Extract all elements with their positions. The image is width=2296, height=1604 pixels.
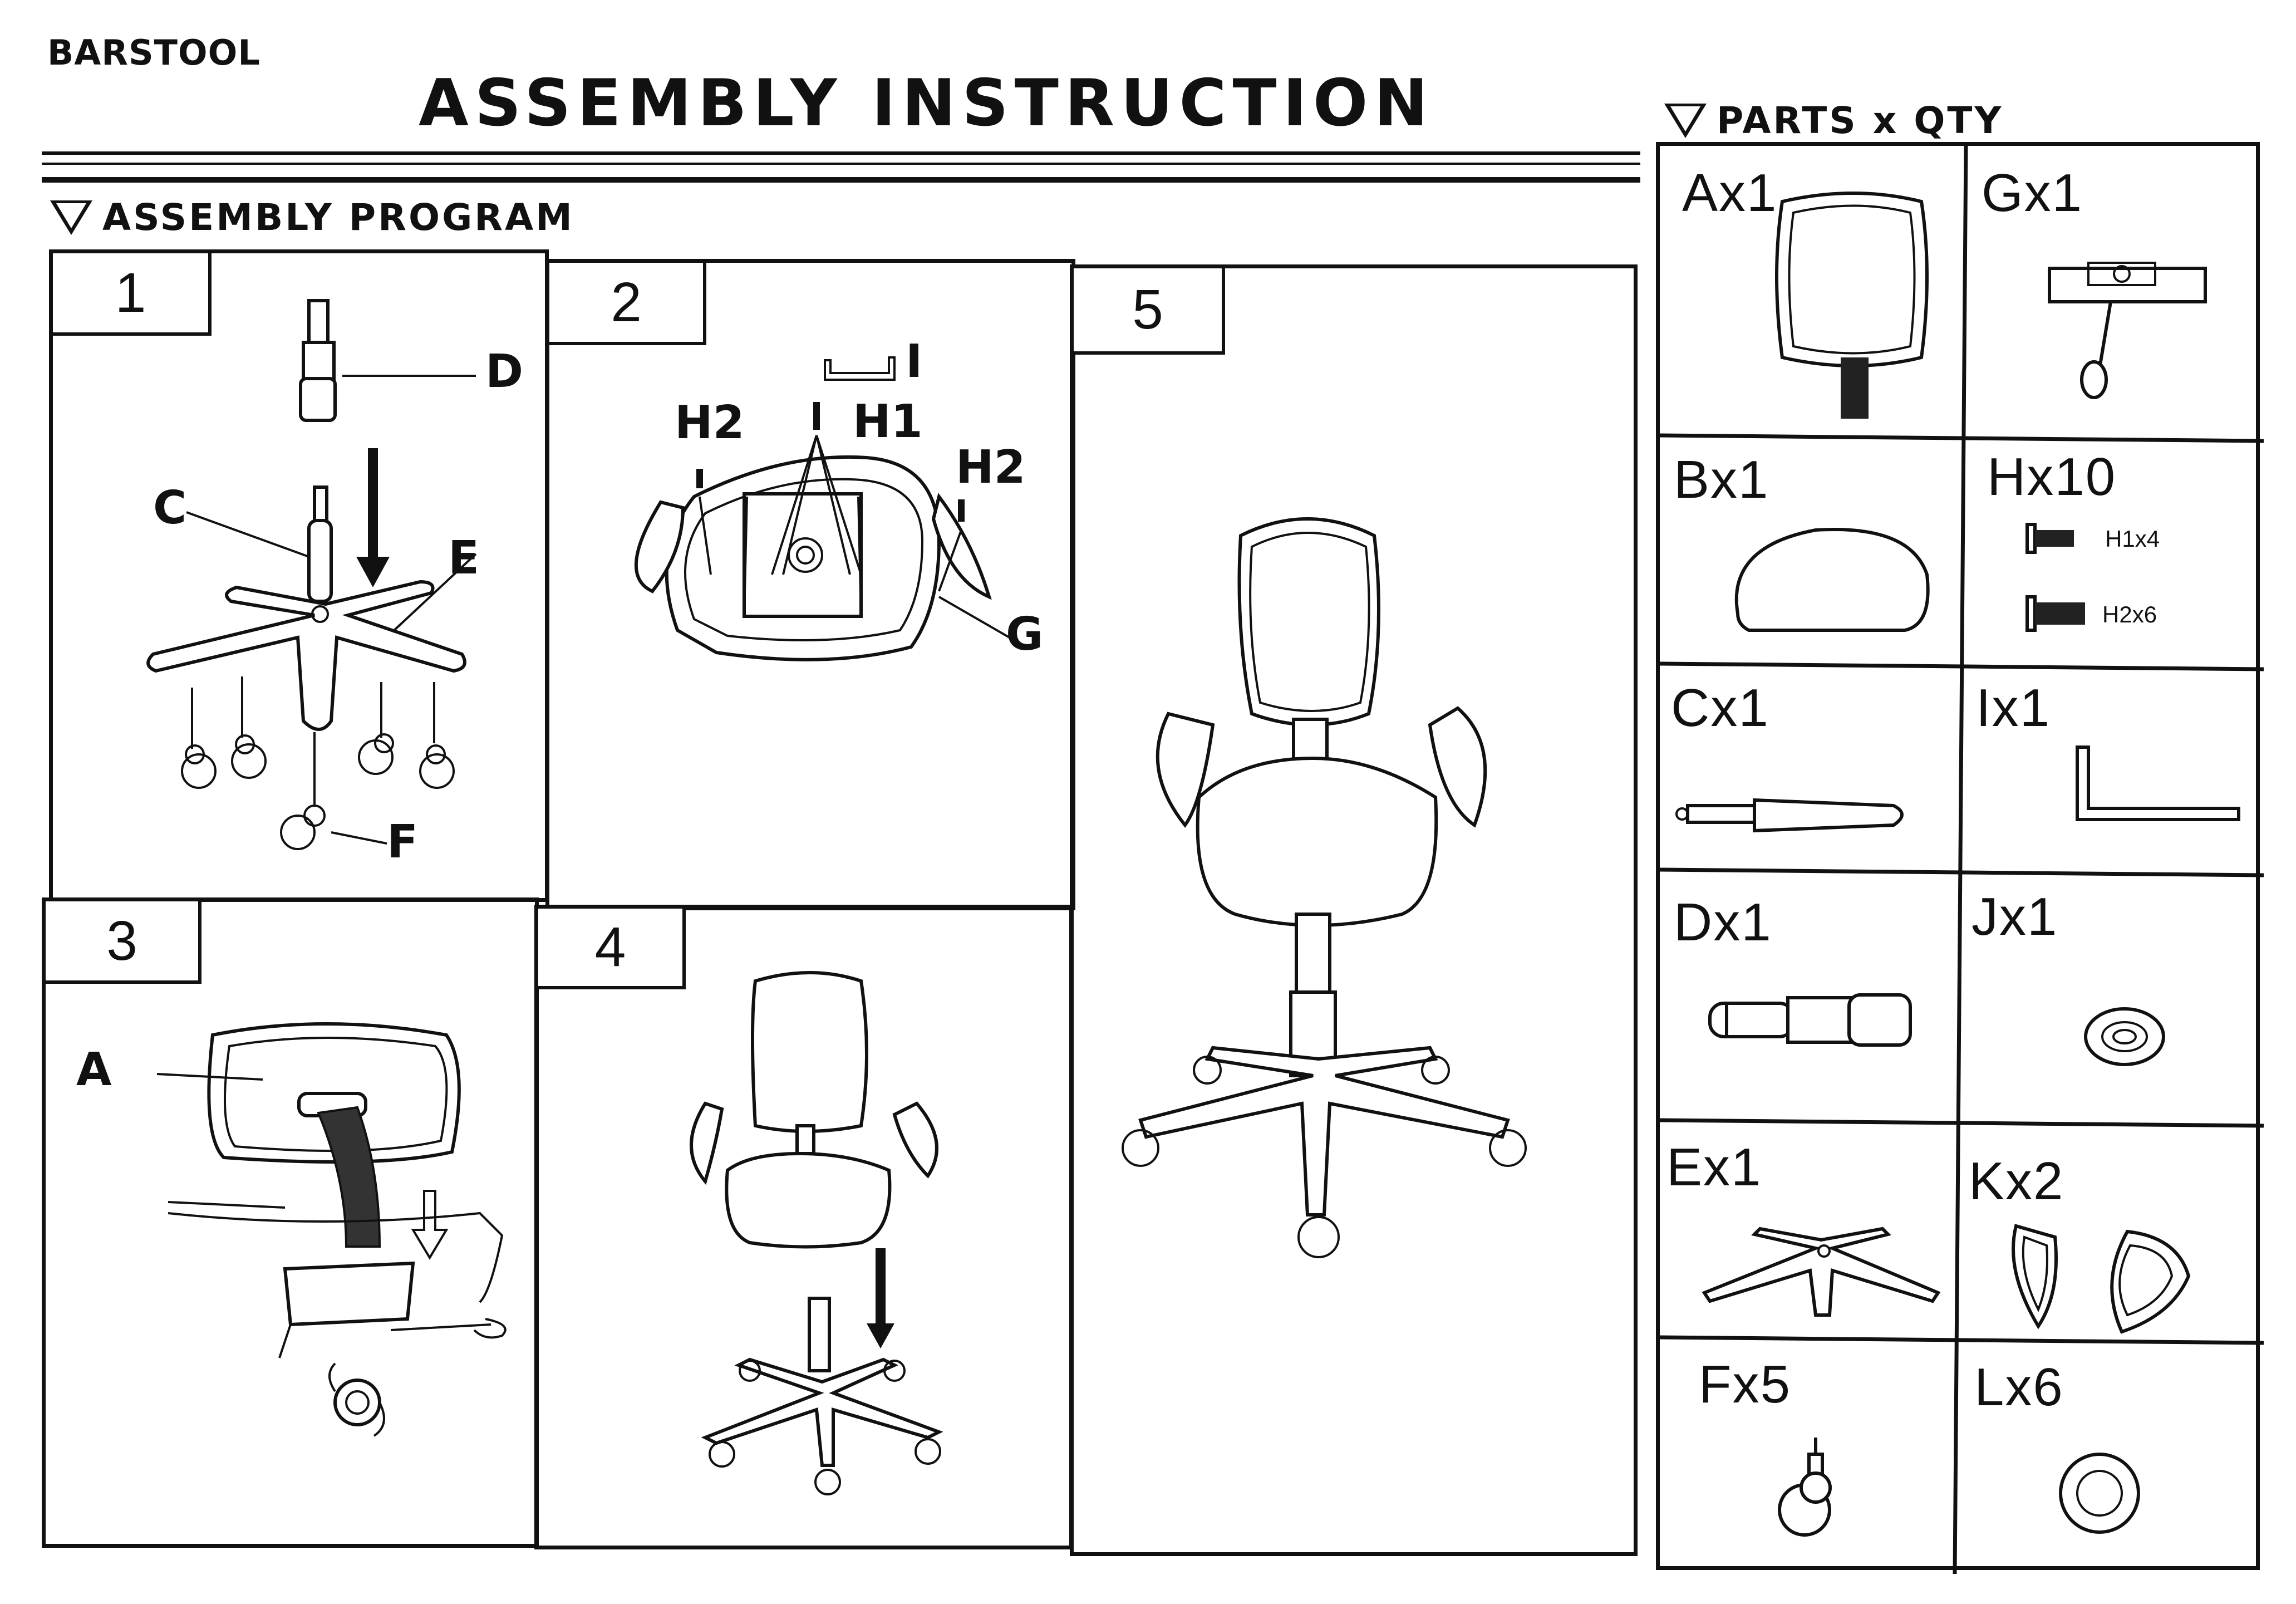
step-2-panel: 2 I H2 H1 H2 G (545, 259, 1075, 910)
back-bar-shape (317, 1106, 381, 1248)
step-3-diagram (156, 1022, 507, 1437)
part-j-label: Jx1 (1971, 887, 2058, 946)
part-d-top (307, 299, 330, 347)
label-d: D (485, 345, 524, 398)
part-h1-sub-label: H1x4 (2105, 526, 2160, 552)
step-2-diagram (634, 356, 1012, 661)
label-h1: H1 (853, 395, 923, 448)
step-2-number: 2 (549, 263, 706, 345)
armrest-icon (2012, 1224, 2191, 1334)
part-k-label: Kx2 (1969, 1151, 2064, 1211)
caster-group (181, 676, 455, 850)
parts-grid-lines (1659, 145, 2264, 1574)
step-5-panel: 5 (1070, 264, 1638, 1556)
label-e: E (448, 532, 480, 585)
label-g: G (1006, 608, 1044, 661)
knob-j-shape (333, 1379, 381, 1426)
gas-lift-shape (808, 1297, 831, 1372)
step-1-panel: 1 D C E F (49, 249, 549, 902)
parts-grid: Ax1 Gx1 Bx1 Hx10 H1x4 H2x6 Cx1 Ix1 Dx1 (1656, 142, 2264, 1574)
cylinder-cover-icon (1708, 993, 1912, 1047)
part-l-label: Lx6 (1974, 1357, 2064, 1417)
part-f-label: Fx5 (1699, 1355, 1792, 1414)
step-5-number: 5 (1074, 268, 1225, 355)
header-rule-bottom (42, 177, 1640, 183)
part-b-label: Bx1 (1674, 450, 1769, 509)
bolt-icon (2025, 523, 2085, 632)
part-h-label: Hx10 (1987, 447, 2117, 507)
part-c-label: Cx1 (1671, 678, 1769, 738)
triangle-marker-icon (50, 200, 92, 235)
part-a-label: Ax1 (1682, 163, 1778, 223)
page-title: ASSEMBLY INSTRUCTION (419, 66, 1434, 141)
label-h2-right: H2 (956, 441, 1026, 494)
mechanism-plate-icon (2048, 262, 2207, 399)
seat-shape (1196, 756, 1438, 927)
step-3-number: 3 (46, 901, 201, 984)
header-rule-mid (42, 163, 1640, 165)
part-i-label: Ix1 (1976, 678, 2051, 738)
section-parts-qty-label: PARTS x QTY (1717, 99, 2004, 142)
star-base-icon (1702, 1227, 1941, 1317)
armrest-left-shape (1156, 712, 1215, 828)
allen-key-shape (824, 356, 896, 381)
armrest-left-shape (634, 500, 685, 593)
star-base-shape (701, 1357, 943, 1467)
step-4-panel: 4 (534, 905, 1073, 1549)
gas-lift-icon (1675, 798, 1904, 833)
mechanism-plate-shape (743, 492, 863, 618)
step-5-diagram (1122, 517, 1527, 1258)
backrest-shape (1237, 517, 1380, 727)
header-rule-top (42, 151, 1640, 155)
label-h2-left: H2 (675, 396, 745, 449)
label-a: A (76, 1043, 112, 1096)
washer-icon (2059, 1453, 2140, 1534)
armrest-left-shape (690, 1101, 724, 1185)
section-assembly-program-label: ASSEMBLY PROGRAM (102, 196, 574, 239)
step-3-panel: 3 A (42, 897, 539, 1548)
step-1-diagram (146, 299, 477, 850)
knob-icon (2084, 1007, 2165, 1066)
part-h2-sub-label: H2x6 (2102, 601, 2157, 627)
step-1-number: 1 (53, 253, 212, 336)
section-parts-qty: PARTS x QTY (1664, 99, 2003, 142)
backrest-shape (751, 971, 868, 1133)
backrest-icon (1775, 192, 1929, 419)
part-d-label: Dx1 (1674, 892, 1772, 952)
allen-key-icon (2076, 745, 2240, 821)
part-d-bottom (299, 377, 337, 422)
caster-icon (1778, 1438, 1832, 1537)
part-g-label: Gx1 (1982, 163, 2083, 223)
seat-shape (725, 1151, 892, 1249)
armrest-right-shape (892, 1101, 938, 1179)
armrest-right-shape (931, 493, 992, 600)
product-label: BARSTOOL (47, 32, 260, 73)
triangle-marker-icon (1664, 103, 1707, 138)
label-c: C (153, 482, 187, 534)
step-4-number: 4 (538, 909, 686, 989)
part-d-mid (302, 341, 336, 383)
armrest-right-shape (1428, 706, 1487, 828)
star-base-shape (1138, 1046, 1510, 1217)
part-e-label: Ex1 (1666, 1137, 1762, 1197)
step-4-diagram (690, 971, 943, 1495)
label-i: I (906, 335, 923, 388)
section-assembly-program: ASSEMBLY PROGRAM (50, 196, 574, 239)
label-f: F (387, 816, 419, 869)
star-base-shape (146, 580, 466, 731)
seat-icon (1734, 528, 1930, 632)
